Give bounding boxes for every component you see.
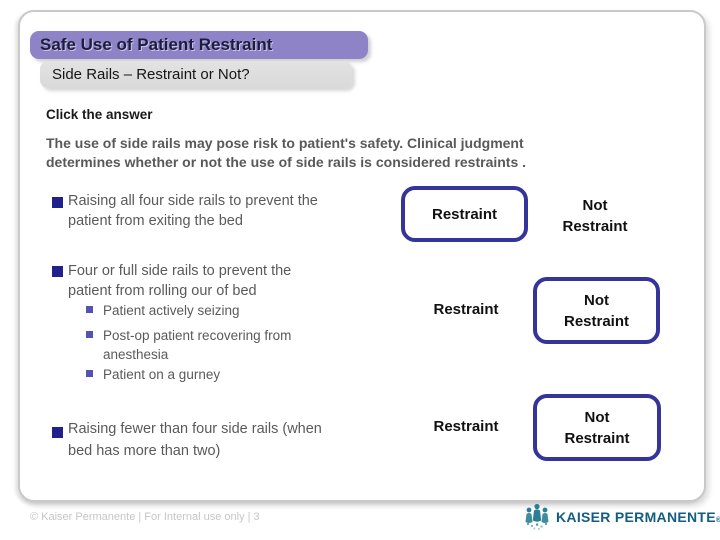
kaiser-permanente-logo: KAISER PERMANENTE® — [524, 502, 720, 532]
answer-3-restraint[interactable]: Restraint — [433, 418, 499, 435]
kaiser-wordmark: KAISER PERMANENTE® — [556, 509, 720, 525]
sub-bullet-square-icon — [86, 306, 93, 313]
bullet-square-icon — [52, 427, 63, 438]
instruction-text: Click the answer — [46, 107, 153, 122]
sub-bullet-square-icon — [86, 370, 93, 377]
slide-title: Safe Use of Patient Restraint — [30, 31, 368, 59]
question-1-text: Raising all four side rails to prevent t… — [68, 193, 318, 229]
answer-2-restraint[interactable]: Restraint — [433, 301, 499, 318]
sub-bullet-text: Patient actively seizing — [103, 303, 240, 318]
sub-bullet-item: Patient on a gurney — [86, 365, 220, 384]
footer-text: © Kaiser Permanente | For Internal use o… — [30, 511, 260, 523]
kaiser-figures-icon — [524, 502, 550, 532]
sub-bullet-item: Post-op patient recovering from anesthes… — [86, 326, 291, 364]
bullet-square-icon — [52, 197, 63, 208]
answer-1-not-restraint[interactable]: Not Restraint — [562, 197, 628, 235]
question-3-text: Raising fewer than four side rails (when… — [68, 421, 322, 459]
slide-subtitle: Side Rails – Restraint or Not? — [40, 61, 352, 88]
sub-bullet-text: Post-op patient recovering from anesthes… — [103, 328, 292, 362]
sub-bullet-text: Patient on a gurney — [103, 367, 221, 382]
registered-mark: ® — [715, 517, 720, 524]
answer-3-not-restraint-boxed[interactable]: Not Restraint — [533, 394, 661, 461]
answer-1-restraint-boxed[interactable]: Restraint — [401, 186, 528, 242]
bullet-square-icon — [52, 266, 63, 277]
sub-bullet-item: Patient actively seizing — [86, 301, 240, 320]
question-2-text: Four or full side rails to prevent the p… — [68, 263, 292, 299]
intro-paragraph: The use of side rails may pose risk to p… — [46, 135, 527, 170]
answer-2-not-restraint-boxed[interactable]: Not Restraint — [533, 277, 660, 344]
sub-bullet-square-icon — [86, 331, 93, 338]
